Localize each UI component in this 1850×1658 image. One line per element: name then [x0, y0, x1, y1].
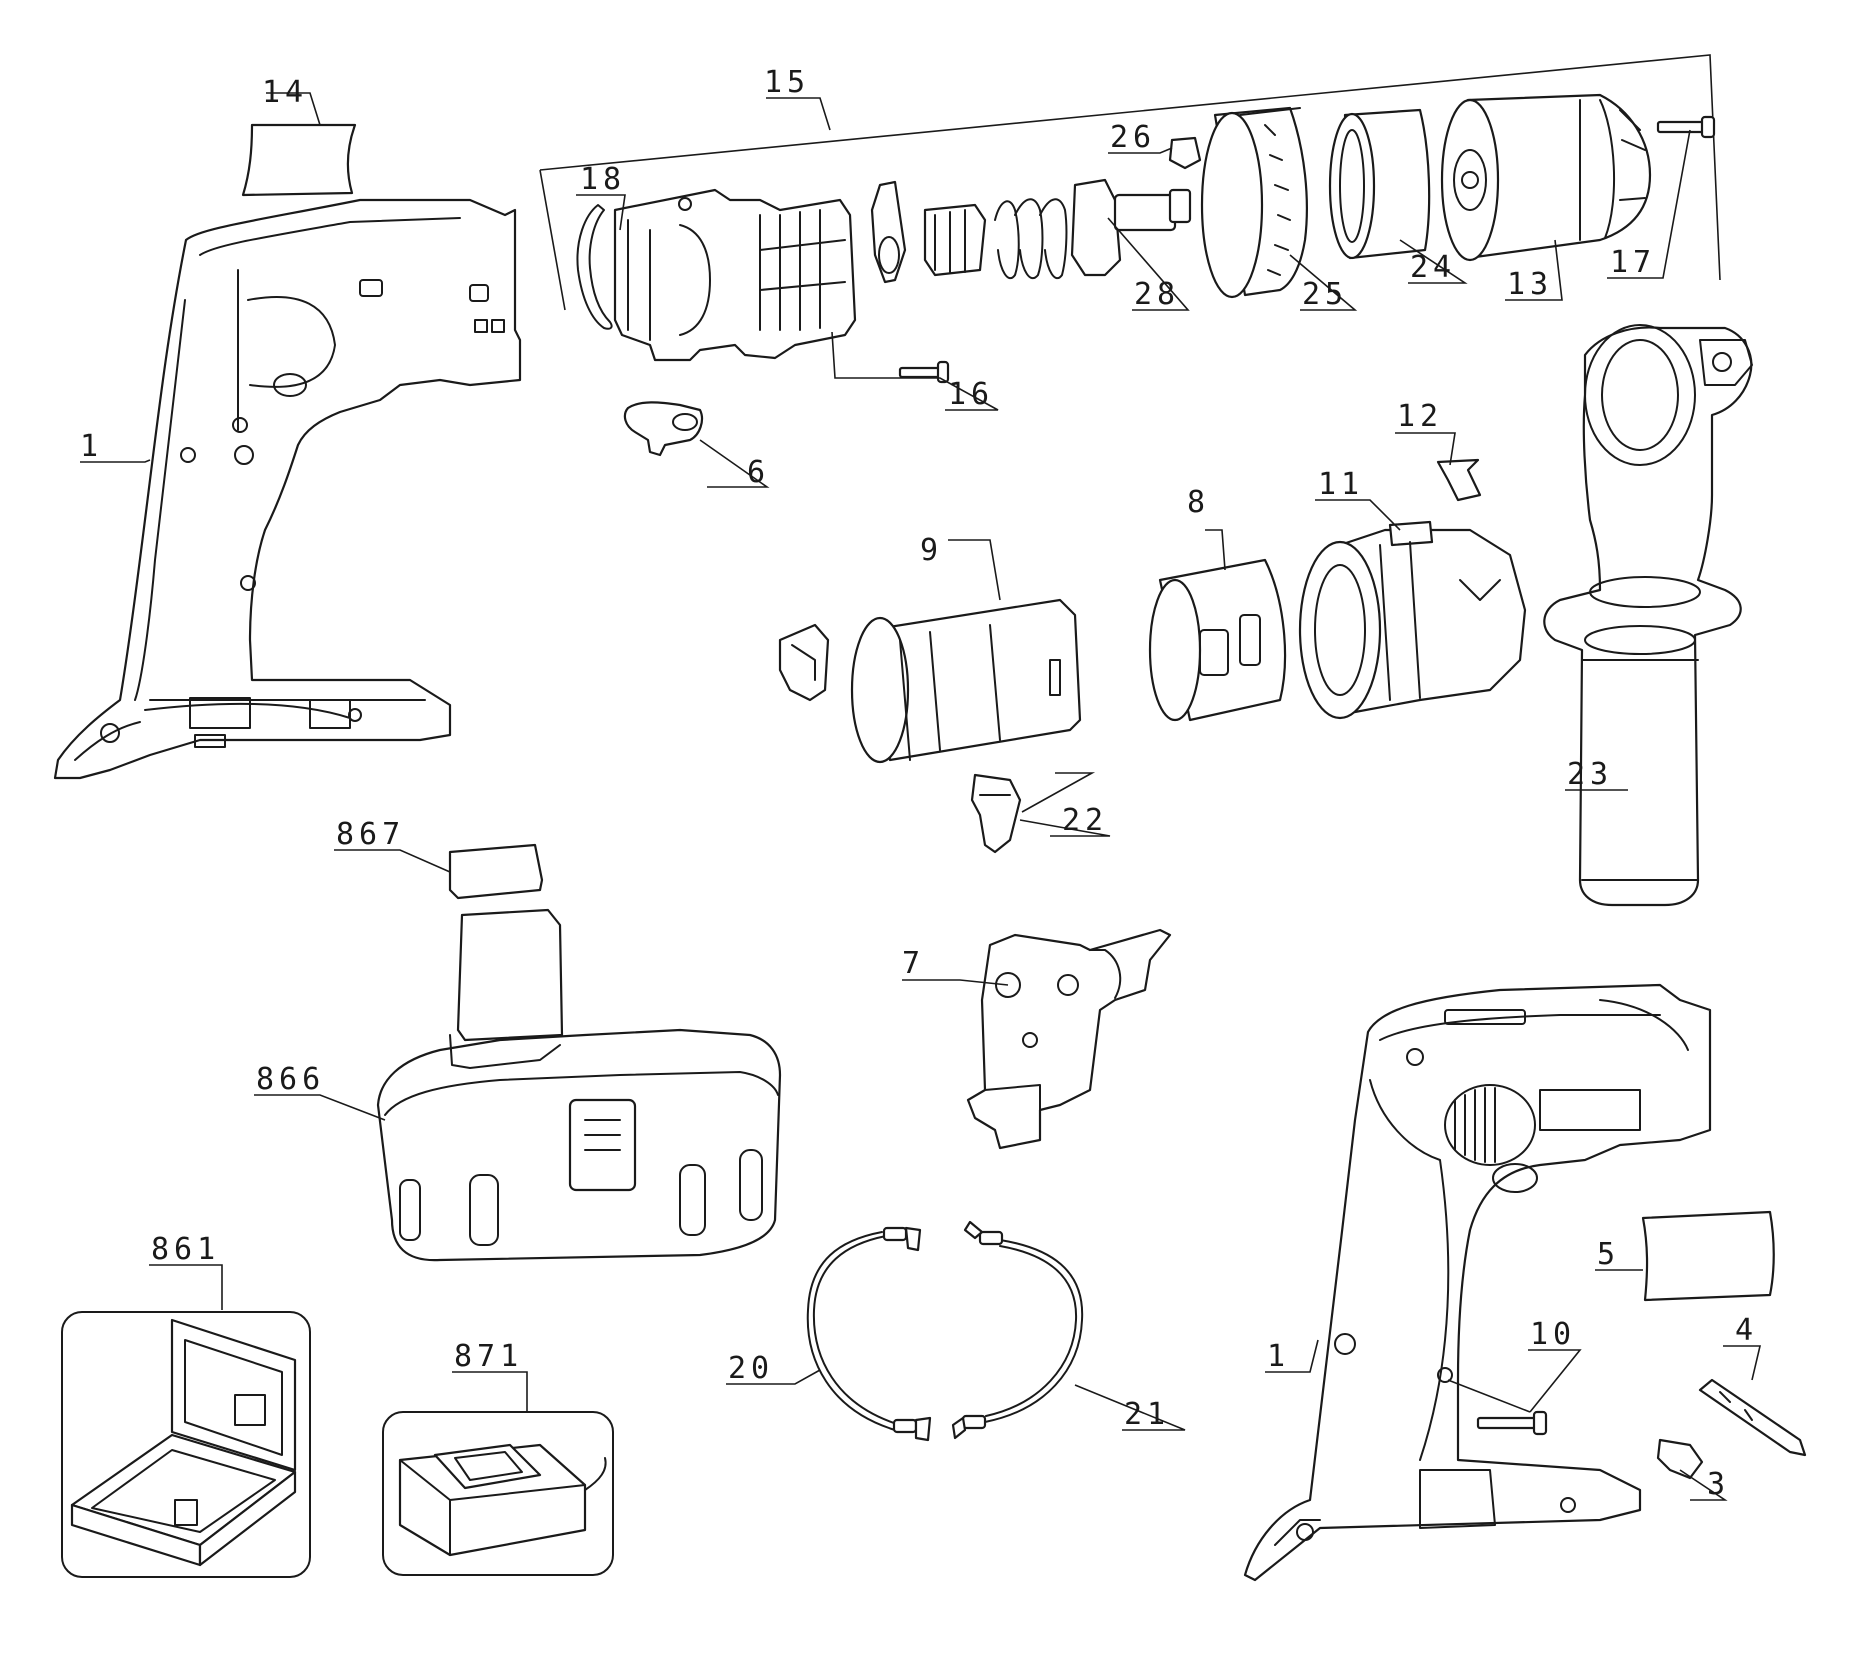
label-icon	[241, 123, 357, 197]
callout-6: 6	[747, 455, 770, 490]
callout-1-left: 1	[80, 429, 103, 464]
callout-13: 13	[1507, 267, 1553, 302]
callout-25: 25	[1302, 277, 1348, 312]
callout-14: 14	[262, 75, 308, 110]
callout-9: 9	[920, 533, 943, 568]
callout-labels: 14 15 18 26 28 25 24 13 17 16 6 12 11 9 …	[80, 65, 1758, 1502]
callout-22: 22	[1062, 803, 1108, 838]
belt-clip-icon	[1656, 1438, 1704, 1480]
label-icon	[1641, 1210, 1775, 1302]
terminal-cover-icon	[448, 843, 544, 900]
gear-parts-icon	[870, 178, 1192, 284]
callout-16: 16	[948, 377, 994, 412]
callout-28: 28	[1134, 277, 1180, 312]
brush-holder-icon	[970, 773, 1022, 854]
motor-housing-icon	[1298, 520, 1527, 720]
magnet-sleeve-icon	[1148, 558, 1287, 722]
screwdriver-bit-icon	[1698, 1378, 1807, 1457]
housing-left-half-icon	[53, 198, 522, 780]
callout-867: 867	[336, 817, 405, 852]
chuck-icon	[1440, 93, 1652, 262]
switch-icon	[966, 928, 1172, 1150]
callout-8: 8	[1187, 485, 1210, 520]
leader-lines	[80, 92, 1762, 1501]
chuck-sleeve-icon	[1328, 108, 1431, 260]
clip-icon	[1436, 458, 1482, 502]
wire-lead-icon	[951, 1220, 1084, 1440]
callout-15: 15	[764, 65, 810, 100]
assembly-15-bracket	[539, 54, 1721, 311]
callout-20: 20	[728, 1351, 774, 1386]
callout-26: 26	[1110, 120, 1156, 155]
callout-23: 23	[1567, 757, 1613, 792]
screw-icon	[898, 360, 950, 384]
carrying-case-icon	[61, 1311, 311, 1578]
callout-21: 21	[1124, 1397, 1170, 1432]
callout-24: 24	[1410, 250, 1456, 285]
callout-10: 10	[1530, 1317, 1576, 1352]
detent-icon	[1168, 136, 1202, 170]
callout-17: 17	[1610, 245, 1656, 280]
gear-case-icon	[613, 188, 857, 362]
charger-icon	[382, 1411, 614, 1576]
housing-assembled-icon	[1243, 983, 1712, 1582]
callout-3: 3	[1707, 1467, 1730, 1502]
callout-18: 18	[580, 162, 626, 197]
screw-icon	[1656, 115, 1716, 139]
wire-lead-icon	[806, 1226, 932, 1442]
clutch-ring-icon	[1200, 106, 1308, 299]
motor-icon	[778, 598, 1082, 764]
screw-icon	[1476, 1410, 1548, 1436]
callout-871: 871	[454, 1339, 523, 1374]
callout-1-right: 1	[1267, 1339, 1290, 1374]
callout-866: 866	[256, 1062, 325, 1097]
callout-4: 4	[1735, 1313, 1758, 1348]
callout-12: 12	[1397, 399, 1443, 434]
side-handle-icon	[1543, 324, 1753, 907]
callout-11: 11	[1318, 467, 1364, 502]
battery-pack-icon	[376, 908, 782, 1262]
shift-knob-icon	[623, 401, 704, 457]
callout-7: 7	[902, 946, 925, 981]
retaining-ring-icon	[576, 204, 613, 330]
callout-861: 861	[151, 1232, 220, 1267]
callout-5: 5	[1597, 1237, 1620, 1272]
